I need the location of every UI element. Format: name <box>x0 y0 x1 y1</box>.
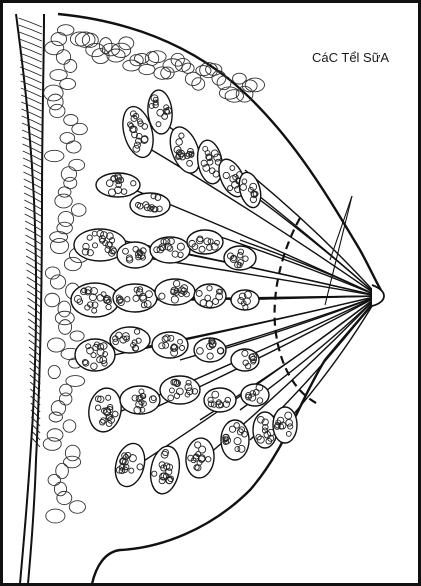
fat-lobule <box>58 211 74 226</box>
fat-lobule <box>66 141 81 153</box>
lobule-cluster <box>231 349 259 371</box>
lobule-cluster <box>85 386 124 435</box>
fat-lobule <box>48 474 61 485</box>
fat-lobule <box>60 78 76 89</box>
fat-lobule <box>65 445 80 461</box>
fat-lobule <box>99 38 112 54</box>
fat-lobule <box>45 293 60 307</box>
muscle-fiber <box>19 39 42 48</box>
fat-lobule <box>134 53 149 63</box>
lobule-cluster <box>194 284 226 308</box>
lobule-cluster <box>194 338 226 362</box>
fat-lobule <box>43 438 61 451</box>
fat-lobule <box>57 25 73 36</box>
lobule-cluster <box>155 279 195 305</box>
fat-lobule <box>57 491 72 504</box>
muscle-fiber <box>21 95 42 104</box>
fat-lobule <box>48 365 60 378</box>
fat-lobule <box>60 133 75 144</box>
fat-lobule <box>56 50 70 65</box>
fat-lobule <box>49 412 62 422</box>
chest-wall-muscle <box>16 14 44 584</box>
lobule-cluster <box>110 327 150 353</box>
fat-lobule <box>61 167 76 182</box>
lobule-cluster <box>75 339 115 371</box>
fat-lobule <box>69 501 85 514</box>
lobule-cluster <box>120 386 160 414</box>
fat-lobule <box>44 85 64 101</box>
fat-lobule <box>64 257 81 270</box>
lobule-cluster <box>117 242 153 268</box>
fat-lobule <box>58 301 71 317</box>
muscle-fiber <box>19 46 41 55</box>
lobule-cluster <box>273 407 297 443</box>
muscle-fiber <box>19 32 42 41</box>
fat-lobule <box>45 150 64 161</box>
fat-lobule <box>51 401 65 416</box>
lobule-cluster <box>187 230 223 254</box>
fat-lobule <box>225 90 243 102</box>
fat-lobule <box>55 311 74 325</box>
fat-lobule <box>47 429 63 441</box>
lobule-cluster <box>71 283 119 317</box>
muscle-fiber <box>22 130 41 139</box>
fat-lobule <box>163 59 182 72</box>
lobule-cluster <box>150 237 190 263</box>
fat-lobule <box>47 338 65 352</box>
muscle-fiber <box>19 25 42 34</box>
lobule-cluster <box>147 444 183 496</box>
fat-lobule <box>64 456 81 468</box>
fat-lobule <box>51 238 69 253</box>
lobule-cluster <box>160 376 200 404</box>
fat-lobule <box>161 67 174 79</box>
muscle-fiber <box>21 81 42 90</box>
lobule-cluster <box>130 193 170 217</box>
fat-lobule <box>51 32 67 45</box>
fat-lobule <box>70 331 84 341</box>
muscle-fiber <box>22 116 42 125</box>
fat-lobule <box>55 194 72 208</box>
fat-lobule <box>45 41 64 55</box>
muscle-fiber <box>21 102 41 111</box>
lobule-cluster <box>96 173 140 197</box>
fat-lobule <box>69 159 85 170</box>
lobule-cluster <box>152 332 188 358</box>
muscle-fiber <box>19 18 42 27</box>
lobule-cluster <box>111 440 149 490</box>
lobule-cluster <box>224 246 256 270</box>
fat-lobule <box>145 52 158 66</box>
nipple <box>372 285 384 306</box>
lobule-cluster <box>204 388 236 412</box>
lobule-cluster <box>184 437 215 479</box>
lobule-cluster <box>113 284 157 312</box>
fat-lobule <box>59 320 72 335</box>
fat-lobule <box>72 123 88 134</box>
label-milk-ducts: CáC Tểl SữA <box>312 50 389 65</box>
fat-lobule <box>64 60 77 73</box>
fat-lobule <box>56 463 69 478</box>
fat-lobule <box>71 204 86 217</box>
lobule-cluster <box>231 290 259 310</box>
lobule-cluster <box>241 384 269 406</box>
fat-lobule <box>50 104 65 117</box>
lobule-cluster <box>221 420 249 460</box>
fat-lobule <box>59 393 72 405</box>
muscle-fiber <box>21 109 41 118</box>
fat-lobule <box>148 51 166 63</box>
fat-lobule <box>54 482 66 496</box>
muscle-fiber <box>20 53 42 62</box>
fat-lobule <box>46 509 65 523</box>
fat-lobule <box>82 33 98 47</box>
muscle-fiber <box>21 88 42 97</box>
fat-lobule <box>63 420 76 432</box>
fat-lobule <box>48 94 64 110</box>
muscle-fiber <box>22 123 42 132</box>
